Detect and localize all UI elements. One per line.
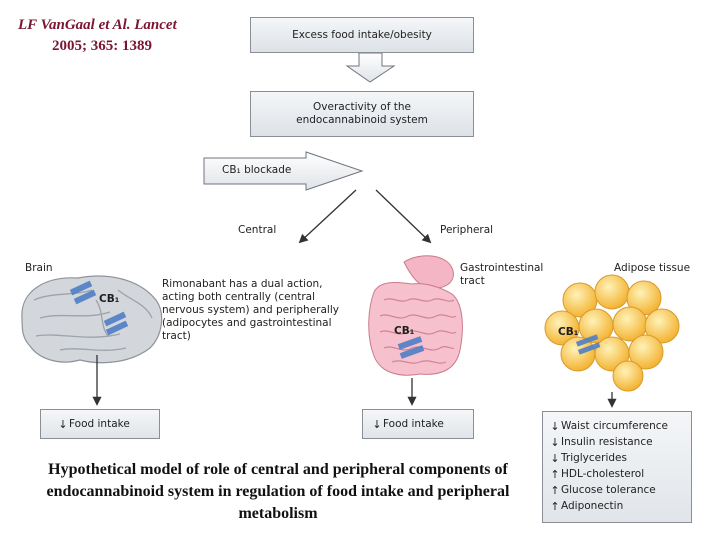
down-arrow-icon: ↓ <box>372 417 382 431</box>
box-overactivity: Overactivity of the endocannabinoid syst… <box>250 91 474 137</box>
adipose-outcome-text: Insulin resistance <box>561 436 653 448</box>
box-excess-food-intake: Excess food intake/obesity <box>250 17 474 53</box>
down-arrow-icon: ↓ <box>550 451 560 465</box>
citation-reference: 2005; 365: 1389 <box>52 38 152 54</box>
brain-outcome-text: Food intake <box>69 418 130 430</box>
central-label: Central <box>238 224 277 236</box>
peripheral-label: Peripheral <box>440 224 494 236</box>
up-arrow-icon: ↑ <box>550 499 560 513</box>
up-arrow-icon: ↑ <box>550 483 560 497</box>
adipose-outcome-row: ↑Glucose tolerance <box>549 482 691 498</box>
gi-receptor-label: CB₁ <box>394 325 415 337</box>
arrow-to-peripheral <box>375 189 432 244</box>
adipose-outcome-row: ↓Triglycerides <box>549 450 691 466</box>
gi-tract-label: Gastrointestinal tract <box>460 262 544 287</box>
adipose-outcome-row: ↑HDL-cholesterol <box>549 466 691 482</box>
blockade-arrow-shape <box>203 151 364 191</box>
adipose-outcome-text: Waist circumference <box>561 420 669 432</box>
brain-receptor-label: CB₁ <box>99 293 120 305</box>
gi-outcome-box: ↓ Food intake <box>362 409 474 439</box>
adipose-outcome-text: Glucose tolerance <box>561 484 656 496</box>
adipose-outcome-row: ↓Insulin resistance <box>549 434 691 450</box>
adipose-outcome-text: HDL-cholesterol <box>561 468 645 480</box>
box-excess-food-intake-text: Excess food intake/obesity <box>292 28 432 41</box>
adipose-outcome-text: Triglycerides <box>561 452 627 464</box>
up-arrow-icon: ↑ <box>550 467 560 481</box>
box-overactivity-text: Overactivity of the endocannabinoid syst… <box>296 101 428 126</box>
citation-authors: LF VanGaal et Al. Lancet <box>18 17 177 33</box>
gi-tract-illustration <box>368 255 463 376</box>
adipose-outcome-text: Adiponectin <box>561 500 624 512</box>
adipose-illustration <box>544 274 680 392</box>
arrow-to-central <box>298 189 357 244</box>
brain-label: Brain <box>25 262 53 274</box>
adipose-outcome-row: ↓Waist circumference <box>549 418 691 434</box>
down-arrow-icon: ↓ <box>550 435 560 449</box>
brain-outcome-box: ↓ Food intake <box>40 409 160 439</box>
brain-illustration <box>21 275 163 364</box>
figure-caption: Hypothetical model of role of central an… <box>46 461 510 522</box>
adipose-outcome-box: ↓Waist circumference ↓Insulin resistance… <box>542 411 692 523</box>
blockade-label: CB₁ blockade <box>222 164 292 176</box>
down-arrow-icon: ↓ <box>58 417 68 431</box>
adipose-tissue-label: Adipose tissue <box>614 262 691 274</box>
down-arrow-main <box>345 52 396 83</box>
adipose-outcome-row: ↑Adiponectin <box>549 498 691 514</box>
adipose-receptor-label: CB₁ <box>558 326 579 338</box>
down-arrow-icon: ↓ <box>550 419 560 433</box>
gi-outcome-text: Food intake <box>383 418 444 430</box>
rimonabant-note: Rimonabant has a dual action, acting bot… <box>162 278 339 342</box>
